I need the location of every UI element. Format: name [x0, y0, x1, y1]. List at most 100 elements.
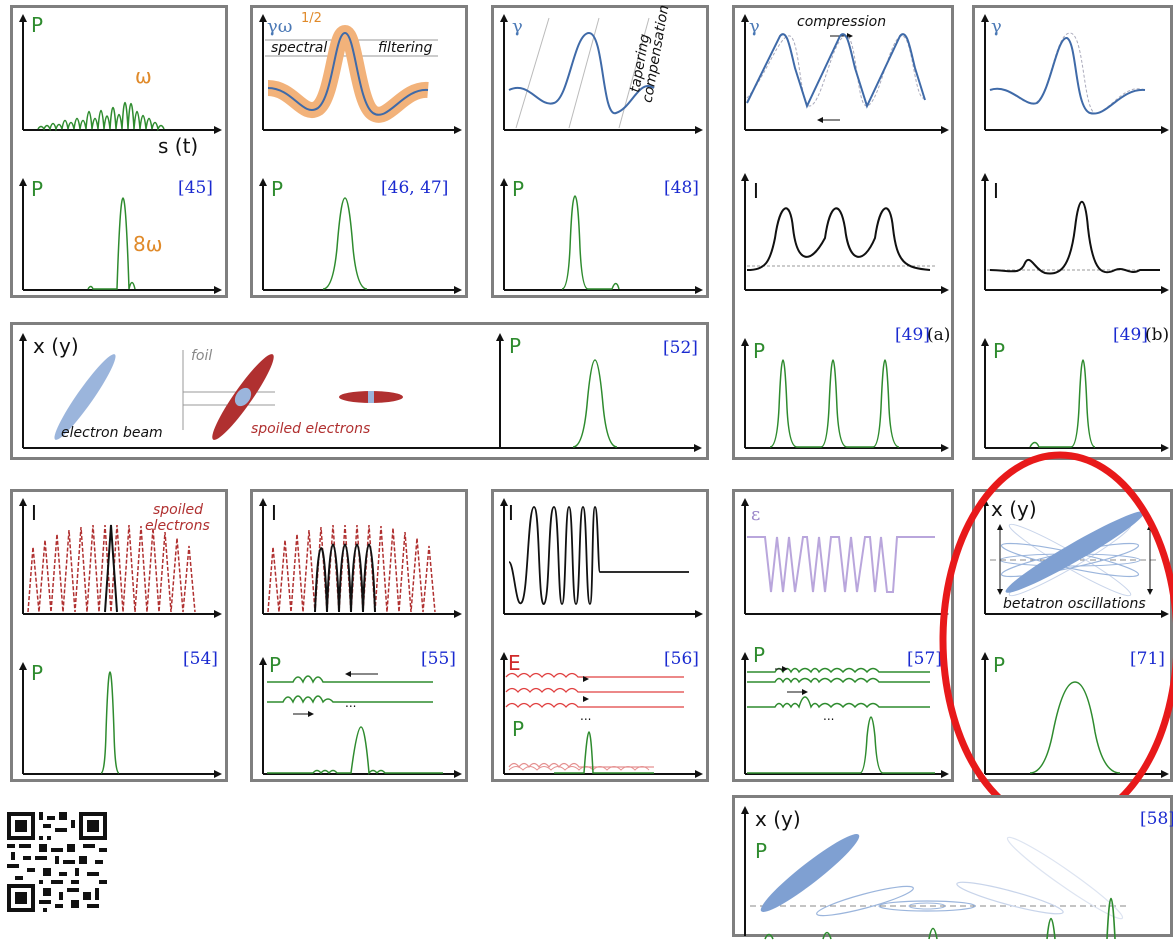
ref-71: [71] [1130, 649, 1165, 669]
emittance-output-peak [747, 716, 935, 774]
panel-betatron: x (y) betatron oscillations P [71] [972, 489, 1173, 782]
harmonic-label: 8ω [133, 232, 162, 256]
panel-slotted-foil: x (y) electron beam foil spoiled electro… [10, 322, 709, 460]
ref-46-47: [46, 47] [381, 178, 448, 198]
omega-label: ω [135, 64, 152, 88]
ylabel-bottom: P [993, 653, 1005, 677]
panel-spectral-filtering: γω 1/2 spectral filtering P [46, 47] [250, 5, 468, 298]
tapered-gamma-curve [508, 31, 655, 114]
betatron-peak [1029, 681, 1121, 774]
ylabel-top: x (y) [991, 497, 1037, 521]
panel-1-svg: P ω s (t) P [45] 8ω [19, 13, 222, 294]
ylabel-exponent: 1/2 [301, 11, 322, 26]
unspoiled-spike [104, 524, 118, 613]
foil-label: foil [191, 348, 212, 364]
ref-57: [57] [907, 649, 942, 669]
ref-56: [56] [664, 649, 699, 669]
spoiled-label-1: spoiled [153, 502, 203, 518]
spoiled-current-profile [27, 524, 196, 613]
ylabel-top: γω [267, 16, 292, 37]
panel-12-svg: x (y) P [58] [741, 806, 1173, 940]
gamma-curve [267, 31, 429, 116]
note-compression: compression [797, 14, 886, 30]
ylabel-top: ε [751, 504, 760, 525]
panel-6-svg: x (y) electron beam foil spoiled electro… [19, 333, 702, 452]
panel-seeded-spoiled: I spoiled electrons P [54] [10, 489, 228, 782]
ref-49b: [49] [1113, 325, 1148, 345]
ylabel-p: P [755, 839, 767, 863]
note-filtering: filtering [378, 40, 433, 56]
harmonic-peak [87, 197, 136, 290]
qr-code-icon [7, 812, 107, 912]
panel-11-svg: x (y) betatron oscillations P [71] [981, 497, 1169, 778]
chirp-output-peak [554, 731, 654, 774]
ylabel-bottom: P [31, 661, 43, 685]
filtered-peak [322, 197, 368, 290]
compressed-gamma-curve [746, 33, 926, 109]
ylabel-mid: I [753, 179, 759, 203]
slotted-foil-peak [572, 359, 618, 448]
panel-3-svg: γ tapering compensation P [48] [500, 4, 703, 294]
betatron-label: betatron oscillations [1003, 596, 1146, 612]
panel-harmonic-generation: P ω s (t) P [45] 8ω [10, 5, 228, 298]
ylabel-bottom: P [269, 653, 281, 677]
ylabel-x-y: x (y) [755, 807, 801, 831]
ylabel-bottom: P [512, 717, 524, 741]
ylabel-top: I [271, 501, 277, 525]
ylabel-top: γ [512, 16, 523, 37]
tilted-beam-ellipse [760, 834, 860, 912]
ellipsis: ... [345, 696, 356, 710]
panel-compression-b: γ I [49] (b) P [972, 5, 1173, 460]
modelocked-output [267, 726, 443, 775]
ylabel-bottom: P [993, 339, 1005, 363]
panel-2-svg: γω 1/2 spectral filtering P [46, 47] [259, 11, 462, 294]
electron-beam-label: electron beam [61, 425, 163, 441]
ref-45: [45] [178, 178, 213, 198]
single-peak-b [1029, 359, 1096, 448]
ylabel-bottom: P [31, 177, 43, 201]
ylabel-mid: I [993, 179, 999, 203]
ylabel-x-y: x (y) [33, 334, 79, 358]
harmonic-spectrum-curve [37, 102, 165, 132]
panel-chirp-taper: I E [56] ... P [491, 489, 709, 782]
ylabel-bottom: P [271, 177, 283, 201]
chirped-current [508, 506, 689, 605]
electron-beam-ellipse [54, 354, 116, 440]
ellipsis: ... [823, 709, 834, 723]
panel-8-svg: I P [55] ... [259, 498, 462, 778]
current-profile-b [989, 201, 1160, 275]
spike-peak [100, 671, 120, 774]
panel-7-svg: I spoiled electrons P [54] [19, 498, 222, 778]
panel-compression-a: γ compression I [49] (a) P [732, 5, 954, 460]
current-profile-a [746, 207, 931, 271]
ref-55: [55] [421, 649, 456, 669]
panel-4-svg: γ compression I [49] (a) P [741, 14, 950, 452]
ellipsis: ... [580, 709, 591, 723]
ylabel-p: P [509, 334, 521, 358]
ref-54: [54] [183, 649, 218, 669]
panel-tilted-beam: x (y) P [58] [732, 795, 1173, 940]
ylabel-bottom: P [753, 643, 765, 667]
ylabel-bottom: P [512, 177, 524, 201]
ylabel-top: I [31, 501, 37, 525]
ylabel-bottom: P [753, 339, 765, 363]
ylabel-top: γ [991, 16, 1002, 37]
panel-9-svg: I E [56] ... P [500, 498, 703, 778]
xlabel: s (t) [158, 134, 198, 158]
pulse-train-peaks [769, 359, 900, 448]
ref-suffix-a: (a) [927, 325, 950, 345]
panel-10-svg: ε P [57] ... [741, 498, 949, 778]
emittance-profile [747, 536, 935, 593]
ylabel-e: E [508, 651, 521, 675]
ref-suffix-b: (b) [1145, 325, 1169, 345]
ref-58: [58] [1140, 809, 1173, 829]
ref-49a: [49] [895, 325, 930, 345]
single-compressed-gamma [989, 37, 1146, 115]
modelocked-current [314, 543, 376, 613]
panel-emittance-modulation: ε P [57] ... [732, 489, 954, 782]
panel-5-svg: γ I [49] (b) P [981, 14, 1169, 452]
panel-mode-locking: I P [55] ... [250, 489, 468, 782]
ylabel-top: P [31, 13, 43, 37]
ylabel-top: I [508, 501, 514, 525]
spoiled-label-2: electrons [145, 518, 210, 534]
